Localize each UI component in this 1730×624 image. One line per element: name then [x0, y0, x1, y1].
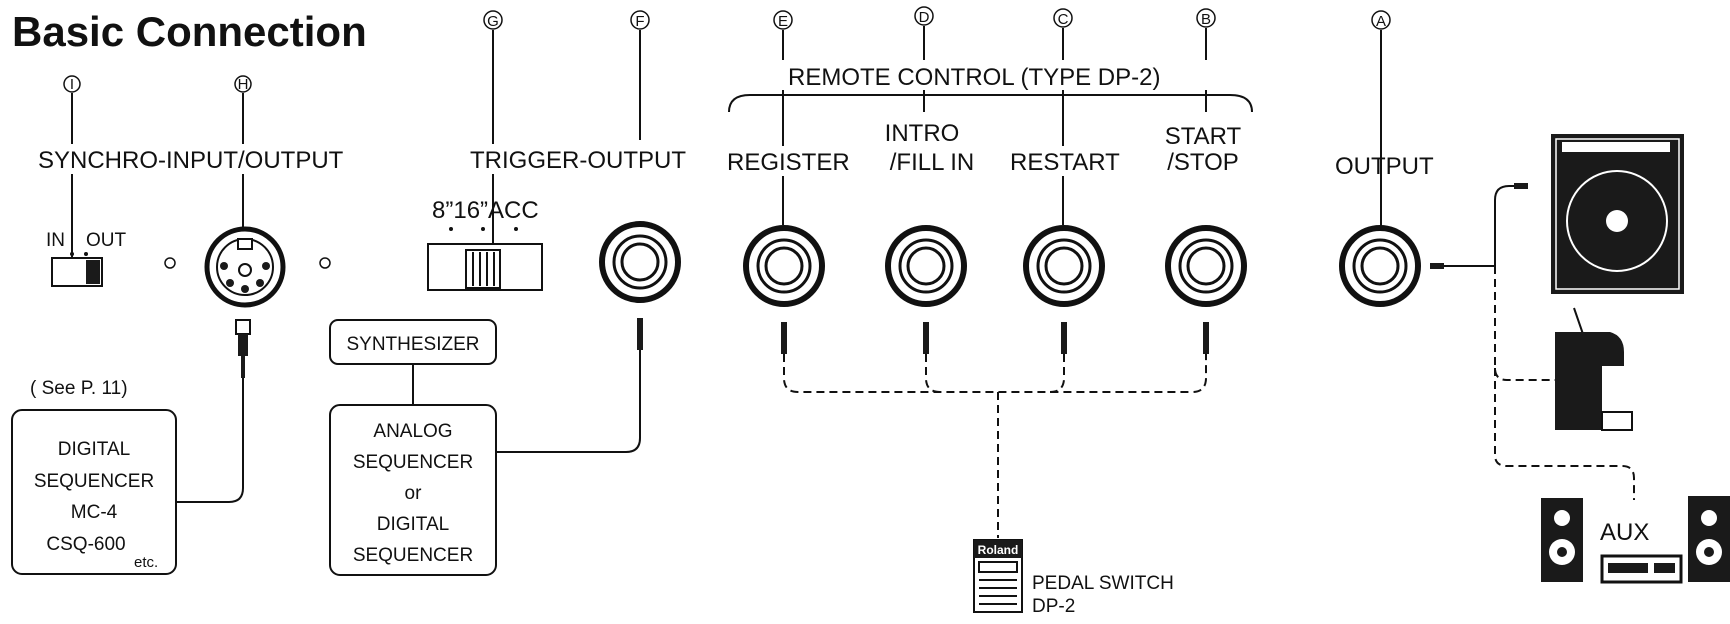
- register-jack[interactable]: [743, 225, 825, 307]
- keyboard-instrument: [1555, 332, 1633, 431]
- remote-control-bracket: [728, 94, 1253, 113]
- aux-label: AUX: [1600, 519, 1649, 546]
- roland-logo: Roland: [978, 543, 1019, 557]
- analog-box-line1: ANALOG: [373, 421, 452, 442]
- out-label: OUT: [86, 230, 127, 251]
- intro-fill-in-jack[interactable]: [885, 225, 967, 307]
- intro-label-1: INTRO: [885, 120, 960, 147]
- synthesizer-label: SYNTHESIZER: [346, 334, 479, 355]
- jack-plugs: [637, 318, 1209, 354]
- acc-label: 8”16”ACC: [432, 197, 539, 224]
- pedal-switch-label-2: DP-2: [1032, 596, 1075, 617]
- digital-sequencer-box: DIGITAL SEQUENCER MC-4 CSQ-600 etc.: [11, 409, 177, 575]
- trigger-cable: [496, 350, 641, 453]
- intro-label-2: /FILL IN: [890, 149, 974, 176]
- marker-g: G: [483, 10, 503, 252]
- start-label-1: START: [1165, 123, 1242, 150]
- pedal-switch: Roland: [973, 539, 1023, 613]
- trigger-range-switch[interactable]: 8”16”ACC: [427, 197, 543, 291]
- letter-i: I: [70, 76, 74, 93]
- amplifier-speaker: [1551, 134, 1684, 294]
- marker-d: D: [914, 6, 934, 112]
- letter-c: C: [1058, 11, 1069, 28]
- remote-control-label: REMOTE CONTROL (TYPE DP-2): [788, 64, 1160, 91]
- marker-i: I: [63, 75, 81, 262]
- output-label: OUTPUT: [1335, 153, 1434, 180]
- letter-h: H: [238, 76, 249, 93]
- letter-f: F: [635, 13, 644, 30]
- output-jack[interactable]: [1339, 225, 1421, 307]
- aux-receiver: [1600, 554, 1683, 584]
- din-sync-connector[interactable]: [204, 226, 286, 308]
- in-label: IN: [46, 230, 65, 251]
- output-cable: [1430, 183, 1635, 500]
- trigger-output-jack[interactable]: [599, 221, 681, 303]
- analog-box-line3: or: [405, 483, 423, 504]
- synthesizer-box: SYNTHESIZER: [329, 319, 497, 365]
- letter-g: G: [487, 13, 499, 30]
- see-page-note: ( See P. 11): [30, 378, 128, 399]
- letter-a: A: [1376, 13, 1386, 30]
- digital-box-line3: MC-4: [71, 502, 118, 523]
- digital-box-line4: CSQ-600: [46, 534, 125, 555]
- start-label-2: /STOP: [1167, 149, 1239, 176]
- letter-e: E: [778, 13, 788, 30]
- synchro-label: SYNCHRO-INPUT/OUTPUT: [38, 147, 344, 174]
- marker-e: E: [773, 10, 793, 225]
- aux-speaker-right: [1688, 496, 1730, 582]
- restart-label: RESTART: [1010, 149, 1120, 176]
- marker-c: C: [1053, 8, 1073, 225]
- register-label: REGISTER: [727, 149, 850, 176]
- sync-in-out-switch[interactable]: IN OUT: [46, 230, 127, 287]
- digital-box-line1: DIGITAL: [58, 439, 131, 460]
- pedal-switch-label-1: PEDAL SWITCH: [1032, 573, 1174, 594]
- analog-box-line5: SEQUENCER: [353, 545, 473, 566]
- screw-hole: [164, 257, 176, 269]
- marker-a: A: [1371, 10, 1391, 230]
- screw-hole: [319, 257, 331, 269]
- letter-d: D: [919, 9, 930, 26]
- trigger-output-label: TRIGGER-OUTPUT: [470, 147, 686, 174]
- page-title: Basic Connection: [12, 8, 367, 55]
- analog-box-line2: SEQUENCER: [353, 452, 473, 473]
- restart-jack[interactable]: [1023, 225, 1105, 307]
- aux-speaker-left: [1541, 498, 1583, 582]
- start-stop-jack[interactable]: [1165, 225, 1247, 307]
- marker-f: F: [630, 10, 650, 140]
- analog-sequencer-box: ANALOG SEQUENCER or DIGITAL SEQUENCER: [329, 404, 497, 576]
- digital-box-etc: etc.: [134, 554, 158, 571]
- digital-box-line2: SEQUENCER: [34, 471, 154, 492]
- remote-dashed-cables: [783, 354, 1207, 538]
- letter-b: B: [1201, 11, 1211, 28]
- din-plug: [172, 319, 251, 503]
- analog-box-line4: DIGITAL: [377, 514, 450, 535]
